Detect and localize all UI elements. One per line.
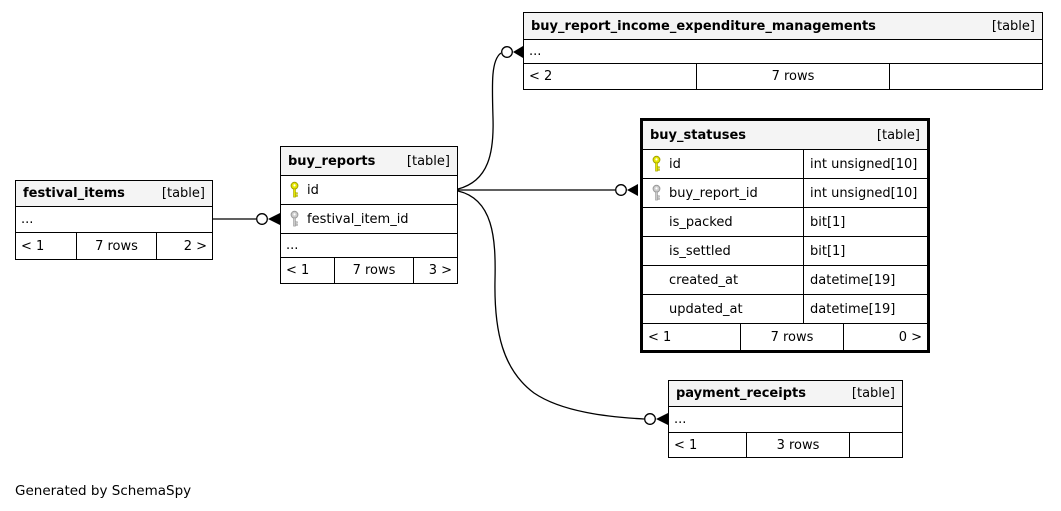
- table-payment_receipts: payment_receipts [table]... < 1 3 rows: [668, 380, 903, 458]
- primary-key-icon: [651, 155, 662, 173]
- table-type-badge: [table]: [406, 153, 450, 169]
- column-name: id: [669, 156, 681, 172]
- table-header-buy_statuses[interactable]: buy_statuses [table]: [643, 121, 927, 150]
- footer-children-count: 0 >: [843, 324, 927, 350]
- footer-children-count: [889, 64, 1042, 89]
- column-name: is_packed: [669, 214, 733, 230]
- footer-rows-count: 7 rows: [76, 233, 156, 259]
- primary-key-icon: [289, 181, 300, 199]
- table-buy_report_income_expenditure_managements: buy_report_income_expenditure_management…: [523, 12, 1043, 90]
- column-row-created_at: created_at datetime[19]: [643, 266, 927, 295]
- table-name[interactable]: payment_receipts: [676, 386, 806, 401]
- column-row-is_settled: is_settled bit[1]: [643, 237, 927, 266]
- hidden-columns-ellipsis: ...: [16, 207, 212, 233]
- column-row-buy_report_id: buy_report_id int unsigned[10]: [643, 179, 927, 208]
- footer-rows-count: 7 rows: [334, 258, 413, 283]
- rel-circle: [615, 184, 627, 196]
- hidden-columns-ellipsis: ...: [669, 407, 902, 433]
- footer-parents-count: < 1: [674, 437, 698, 453]
- hidden-columns-ellipsis: ...: [281, 234, 457, 258]
- table-footer: < 2 7 rows: [524, 64, 1042, 89]
- rel-crowfoot: [627, 184, 638, 196]
- footer-parents-count: < 1: [648, 329, 672, 345]
- column-name: created_at: [669, 272, 739, 288]
- rel-circle: [501, 46, 513, 58]
- footer-rows-count: 3 rows: [746, 433, 849, 457]
- table-type-badge: [table]: [991, 18, 1035, 34]
- column-row-updated_at: updated_at datetime[19]: [643, 295, 927, 324]
- column-type: int unsigned[10]: [803, 179, 927, 207]
- footer-parents-count: < 1: [286, 263, 310, 278]
- footer-parents-count: < 1: [21, 238, 45, 254]
- table-name[interactable]: buy_reports: [288, 153, 376, 169]
- foreign-key-icon: [289, 210, 300, 228]
- footer-parents-count: < 2: [529, 69, 553, 84]
- footer-rows-count: 7 rows: [696, 64, 889, 89]
- column-name: festival_item_id: [307, 211, 409, 227]
- table-name[interactable]: buy_report_income_expenditure_management…: [531, 18, 876, 34]
- column-name: id: [307, 182, 319, 198]
- column-type: datetime[19]: [803, 266, 927, 294]
- rel-crowfoot: [268, 213, 280, 225]
- column-name: is_settled: [669, 243, 731, 259]
- generated-by-note: Generated by SchemaSpy: [15, 483, 192, 499]
- rel-buy-reports-payment-receipts: [457, 190, 645, 420]
- table-header-payment_receipts[interactable]: payment_receipts [table]: [669, 381, 902, 407]
- footer-children-count: [849, 433, 902, 457]
- table-name[interactable]: buy_statuses: [650, 127, 747, 143]
- column-row-id: id: [281, 176, 457, 205]
- column-name: updated_at: [669, 301, 743, 317]
- rel-crowfoot: [513, 46, 523, 58]
- foreign-key-icon: [651, 184, 662, 202]
- hidden-columns-ellipsis: ...: [524, 40, 1042, 64]
- column-type: bit[1]: [803, 208, 927, 236]
- column-row-is_packed: is_packed bit[1]: [643, 208, 927, 237]
- column-type: int unsigned[10]: [803, 150, 927, 178]
- table-type-badge: [table]: [876, 127, 920, 143]
- footer-children-count: 3 >: [413, 258, 457, 283]
- rel-crowfoot: [656, 413, 668, 425]
- table-name[interactable]: festival_items: [23, 186, 125, 201]
- footer-rows-count: 7 rows: [740, 324, 843, 350]
- column-row-festival_item_id: festival_item_id: [281, 205, 457, 234]
- rel-circle: [256, 213, 268, 225]
- table-type-badge: [table]: [851, 386, 895, 401]
- footer-children-count: 2 >: [156, 233, 212, 259]
- table-header-buy_report_income_expenditure_managements[interactable]: buy_report_income_expenditure_management…: [524, 13, 1042, 40]
- rel-buy-reports-income-managements: [457, 52, 502, 190]
- table-header-festival_items[interactable]: festival_items [table]: [16, 181, 212, 207]
- table-header-buy_reports[interactable]: buy_reports [table]: [281, 147, 457, 176]
- column-type: datetime[19]: [803, 295, 927, 323]
- column-type: bit[1]: [803, 237, 927, 265]
- column-row-id: id int unsigned[10]: [643, 150, 927, 179]
- table-type-badge: [table]: [161, 186, 205, 201]
- rel-circle: [644, 413, 656, 425]
- column-name: buy_report_id: [669, 185, 758, 201]
- table-footer: < 1 3 rows: [669, 433, 902, 457]
